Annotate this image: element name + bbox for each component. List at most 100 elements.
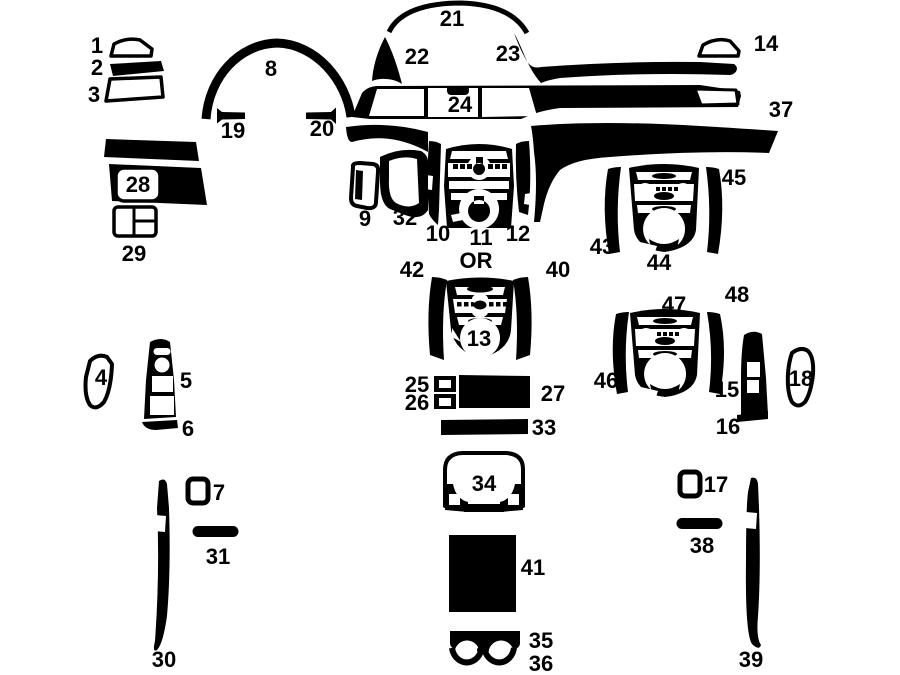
part-34-shape-5 bbox=[464, 505, 504, 512]
part-47-shape-2 bbox=[653, 318, 677, 324]
part-22-label: 22 bbox=[405, 44, 429, 69]
part-48-shape-0 bbox=[707, 312, 724, 394]
part-27-group: 27 bbox=[459, 375, 565, 408]
part-44-group: 44 bbox=[629, 164, 699, 275]
part-4-label: 4 bbox=[95, 365, 108, 390]
part-28-label: 28 bbox=[126, 172, 150, 197]
part-46-shape-0 bbox=[612, 312, 629, 394]
part-25-shape-1 bbox=[439, 380, 451, 388]
part-10-shape-0 bbox=[427, 141, 441, 225]
part-26-label: 26 bbox=[405, 390, 429, 415]
part-47-shape-9 bbox=[644, 353, 687, 395]
part-7-label: 7 bbox=[213, 480, 225, 505]
part-35-label: 35 bbox=[529, 628, 553, 653]
part-17-group: 17 bbox=[677, 469, 728, 499]
part-5-group: 5 bbox=[144, 339, 192, 419]
part-36-label: 36 bbox=[529, 651, 553, 675]
part-27-shape-0 bbox=[459, 375, 530, 408]
part-9-group: 9 bbox=[349, 161, 381, 231]
part-31-group: 31 bbox=[192, 526, 239, 569]
part-24-group: 24 bbox=[352, 85, 741, 119]
part-36-shape-0 bbox=[449, 647, 484, 666]
part-5-shape-2 bbox=[154, 357, 170, 373]
or-label: OR bbox=[460, 248, 493, 273]
part-36-shape-2 bbox=[477, 645, 489, 655]
part-12-group: 12 bbox=[506, 141, 531, 246]
part-2-shape-0 bbox=[110, 61, 164, 76]
part-34-shape-2 bbox=[449, 494, 460, 505]
part-4-group: 4 bbox=[83, 353, 114, 410]
part-25-label: 25 bbox=[405, 372, 429, 397]
part-11-shape-4 bbox=[453, 164, 507, 169]
part-22-group: 22 bbox=[372, 37, 429, 84]
part-41-shape-0 bbox=[449, 535, 516, 612]
part-42-group: 42 bbox=[400, 257, 447, 360]
part-45-group: 45 bbox=[706, 165, 746, 254]
part-47-shape-6 bbox=[655, 337, 675, 345]
part-7-group: 7 bbox=[185, 476, 225, 506]
part-9-shape-1 bbox=[355, 170, 363, 200]
part-5-label: 5 bbox=[180, 368, 192, 393]
part-29-group: 29 bbox=[112, 205, 158, 266]
part-26-shape-1 bbox=[439, 398, 451, 406]
part-47-shape-4 bbox=[637, 328, 694, 346]
part-9-shape-0 bbox=[349, 161, 381, 211]
part-41-group: 41 bbox=[449, 535, 545, 612]
part-43-group: 43 bbox=[590, 167, 621, 259]
part-37-group: 37 bbox=[531, 97, 793, 222]
part-20-label: 20 bbox=[310, 116, 334, 141]
part-8-shape-0 bbox=[201, 38, 356, 120]
part-42-label: 42 bbox=[400, 257, 424, 282]
part-40-group: 40 bbox=[513, 257, 570, 360]
part-48-group: 48 bbox=[707, 282, 749, 394]
part-37-shape-0 bbox=[531, 123, 778, 222]
part-36-shape-1 bbox=[482, 647, 517, 666]
part-44-shape-6 bbox=[654, 192, 674, 200]
part-44-shape-9 bbox=[643, 208, 686, 250]
part-11-shape-10 bbox=[451, 212, 468, 222]
part-44-shape-5 bbox=[656, 187, 678, 191]
part-21-label: 21 bbox=[440, 6, 464, 31]
part-14-shape-0 bbox=[697, 37, 741, 58]
part-23-group: 23 bbox=[496, 33, 737, 83]
part-11-label: 11 bbox=[469, 225, 492, 250]
part-48-label: 48 bbox=[725, 282, 749, 307]
part-3-shape-0 bbox=[104, 75, 165, 103]
part-21-shape-0 bbox=[386, 0, 530, 35]
part-46-label: 46 bbox=[594, 368, 618, 393]
part-30-shape-1 bbox=[154, 515, 166, 532]
part-43-shape-0 bbox=[604, 167, 621, 254]
part-42-shape-0 bbox=[428, 277, 447, 360]
part-14-label: 14 bbox=[754, 31, 779, 56]
part-6-label: 6 bbox=[182, 416, 194, 441]
part-14-group: 14 bbox=[697, 31, 779, 58]
part-13-group: 13 bbox=[446, 277, 514, 358]
part-47-label: 47 bbox=[662, 292, 686, 317]
part-19-shape-0 bbox=[217, 108, 245, 124]
part-19-label: 19 bbox=[221, 118, 245, 143]
part-37-label: 37 bbox=[769, 97, 793, 122]
part-13-shape-6 bbox=[473, 300, 487, 310]
part-19-group: 19 bbox=[217, 108, 245, 143]
part-39-shape-1 bbox=[745, 512, 757, 529]
part-15-group: 15 bbox=[715, 331, 768, 418]
part-30-shape-0 bbox=[153, 479, 170, 651]
part-2-label: 2 bbox=[91, 55, 103, 80]
part-1-shape-0 bbox=[109, 37, 154, 58]
part-16-group: 16 bbox=[716, 411, 768, 439]
part-34-label: 34 bbox=[472, 471, 497, 496]
part-36-group: 36 bbox=[449, 645, 553, 675]
part-6-group: 6 bbox=[142, 416, 194, 441]
part-39-group: 39 bbox=[739, 477, 763, 672]
part-47-shape-5 bbox=[657, 332, 679, 336]
part-17-label: 17 bbox=[704, 472, 728, 497]
part-20-group: 20 bbox=[306, 107, 336, 141]
part-38-shape-0 bbox=[676, 518, 723, 529]
part-11-group: 11 bbox=[444, 144, 514, 250]
part-24-label: 24 bbox=[448, 92, 473, 117]
part-13-shape-9 bbox=[460, 318, 501, 358]
part-45-shape-0 bbox=[706, 167, 723, 254]
part-44-shape-2 bbox=[652, 173, 676, 179]
part-47-group: 47 bbox=[630, 292, 700, 397]
